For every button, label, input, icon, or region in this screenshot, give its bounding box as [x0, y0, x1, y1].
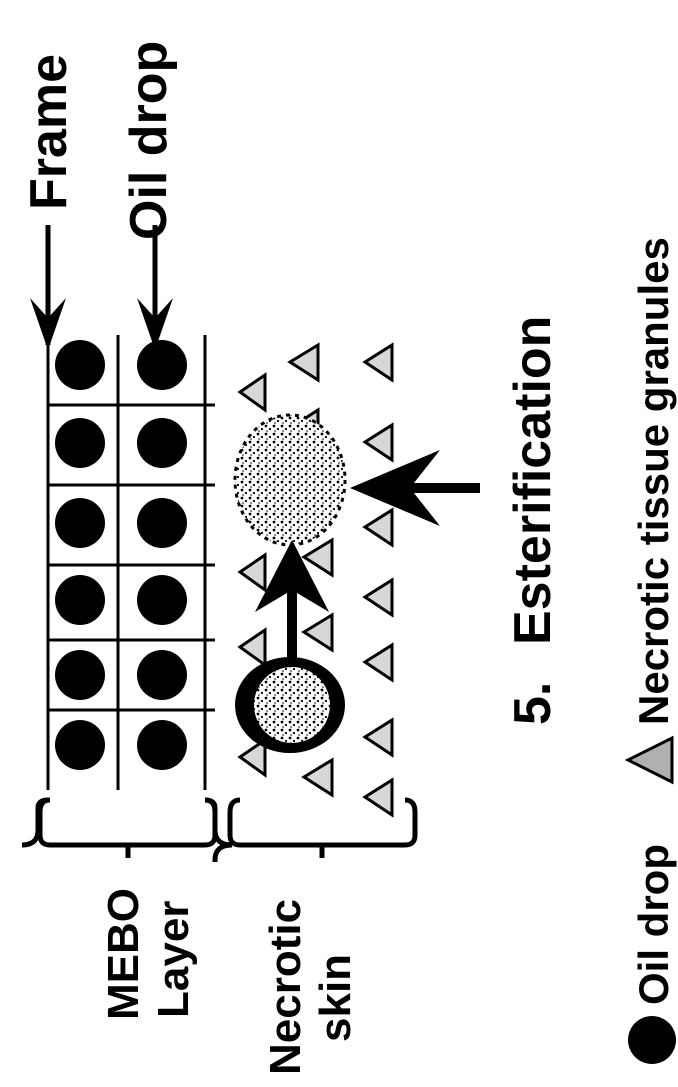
oil-drop	[55, 650, 105, 700]
oil-drop	[137, 340, 187, 390]
granule-triangle	[362, 507, 394, 548]
necrotic-skin-label: Necrotic skin	[261, 899, 360, 1075]
legend-granules-label: Necrotic tissue granules	[630, 237, 677, 725]
svg-text:Esterification: Esterification	[504, 316, 562, 645]
granule-triangle	[287, 342, 320, 383]
granule-triangle	[362, 577, 394, 618]
step-title: 5. Esterification	[504, 316, 562, 725]
granule-triangle	[362, 777, 394, 818]
frame-label: Frame	[20, 54, 78, 210]
mebo-oil-drops	[55, 340, 187, 770]
granule-triangle	[237, 737, 267, 778]
granule-triangle	[301, 612, 334, 653]
svg-text:5.: 5.	[504, 682, 562, 725]
svg-text:skin: skin	[311, 954, 360, 1042]
oil-drop	[55, 340, 105, 390]
esterification-product	[233, 413, 347, 547]
svg-text:Layer: Layer	[149, 901, 198, 1018]
granule-triangle	[362, 717, 394, 758]
absorbing-oil-drop	[235, 657, 345, 753]
oil-drop	[137, 498, 187, 548]
oil-drop	[55, 418, 105, 468]
oil-drop	[137, 418, 187, 468]
oil-drop-arrow	[137, 225, 173, 350]
granule-triangle	[362, 422, 394, 463]
legend-granule-symbol	[624, 735, 674, 785]
legend-oil-drop-label: Oil drop	[630, 844, 677, 1005]
granule-triangle	[301, 757, 334, 798]
oil-drop	[137, 720, 187, 770]
granule-triangle	[237, 552, 267, 593]
legend-oil-drop-symbol	[628, 1016, 676, 1064]
mebo-layer-label: MEBO Layer	[99, 888, 198, 1020]
oil-drop-top-label: Oil drop	[120, 41, 178, 240]
oil-drop	[137, 575, 187, 625]
granule-triangle	[237, 627, 267, 668]
granule-triangle	[301, 537, 334, 578]
svg-text:MEBO: MEBO	[99, 888, 148, 1020]
granule-triangle	[362, 642, 394, 683]
legend: Oil drop Necrotic tissue granules	[624, 237, 677, 1064]
svg-text:Frame: Frame	[20, 54, 78, 210]
oil-drop	[55, 575, 105, 625]
mebo-frame-grid	[46, 335, 215, 790]
mebo-brace	[21, 797, 233, 862]
oil-drop	[55, 720, 105, 770]
necrotic-brace	[227, 797, 418, 858]
frame-arrow	[30, 225, 66, 350]
svg-text:Necrotic: Necrotic	[261, 899, 310, 1075]
granule-triangle	[362, 342, 394, 383]
granule-triangle	[237, 372, 267, 413]
oil-drop	[137, 650, 187, 700]
upward-arrow	[255, 540, 329, 660]
oil-drop	[55, 498, 105, 548]
svg-text:Oil drop: Oil drop	[120, 41, 178, 240]
esterification-arrow	[350, 450, 480, 526]
